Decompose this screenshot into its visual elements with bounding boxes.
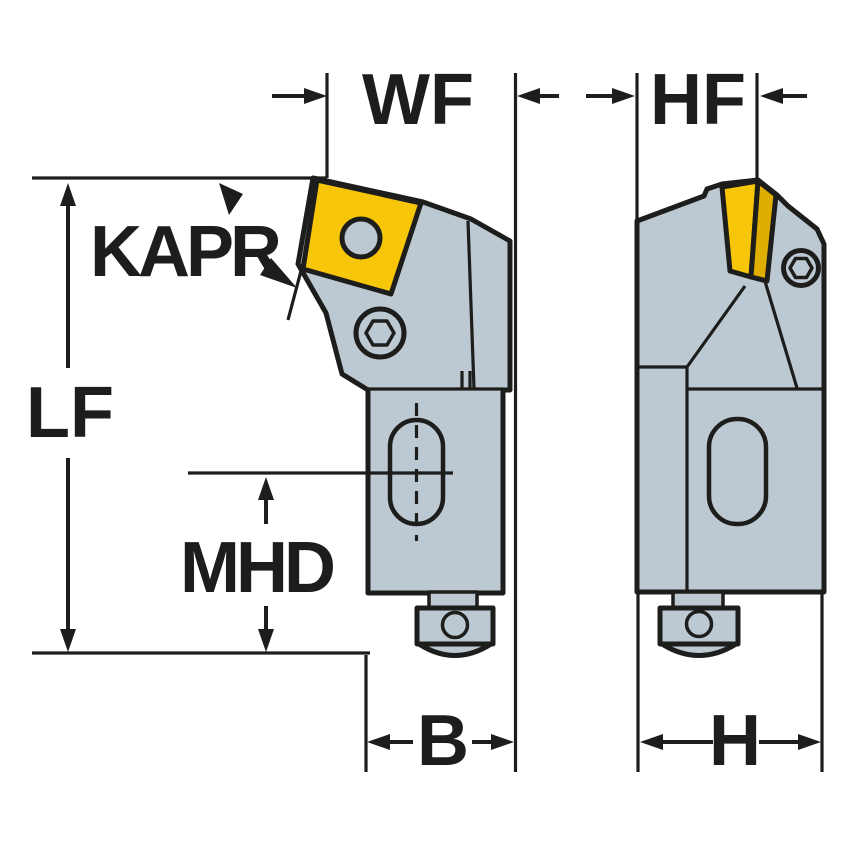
label-b: B: [417, 701, 469, 781]
h-arrowhead-left: [640, 734, 663, 750]
kapr-arrowhead-lower: [260, 258, 297, 288]
wf-arrowhead-right: [517, 88, 540, 104]
wf-arrowhead-left: [304, 88, 327, 104]
lf-arrowhead-bottom: [60, 629, 76, 652]
label-kapr: KAPR: [90, 212, 281, 292]
kapr-arrowhead-upper: [219, 183, 243, 215]
hf-arrowhead-right: [760, 88, 783, 104]
label-h: H: [709, 701, 761, 781]
dimension-labels: WF HF KAPR LF MHD B H: [26, 60, 761, 781]
label-hf: HF: [650, 60, 746, 140]
side-view-oval-slot: [706, 416, 769, 527]
mhd-arrowhead-top: [258, 477, 274, 500]
label-wf: WF: [362, 60, 474, 140]
dimension-lines: [32, 73, 824, 772]
mhd-arrowhead-bottom: [258, 629, 274, 652]
side-view-knob-hole: [684, 609, 714, 639]
front-view-knob-dome: [416, 641, 494, 658]
b-arrowhead-right: [491, 734, 514, 750]
label-lf: LF: [26, 373, 114, 453]
b-arrowhead-left: [367, 734, 390, 750]
front-view-head-facet-line: [466, 220, 476, 390]
h-arrowhead-right: [798, 734, 821, 750]
front-view-clamp-slot-lines: [460, 371, 472, 389]
front-view-insert-hole: [339, 216, 383, 260]
arrowheads: [60, 88, 821, 750]
label-mhd: MHD: [180, 528, 333, 608]
side-view-screw-hex-socket: [788, 256, 814, 280]
side-view-knob-dome: [659, 641, 739, 658]
side-view-facet-lines: [637, 277, 822, 590]
front-view-knob-hole: [440, 610, 470, 640]
side-view: [634, 177, 827, 658]
front-view-screw-hex-socket: [364, 319, 396, 347]
side-view-insert-side-face: [748, 178, 779, 284]
lf-arrowhead-top: [60, 183, 76, 206]
kapr-edge-reference-line: [286, 251, 308, 321]
hf-arrowhead-left: [612, 88, 635, 104]
